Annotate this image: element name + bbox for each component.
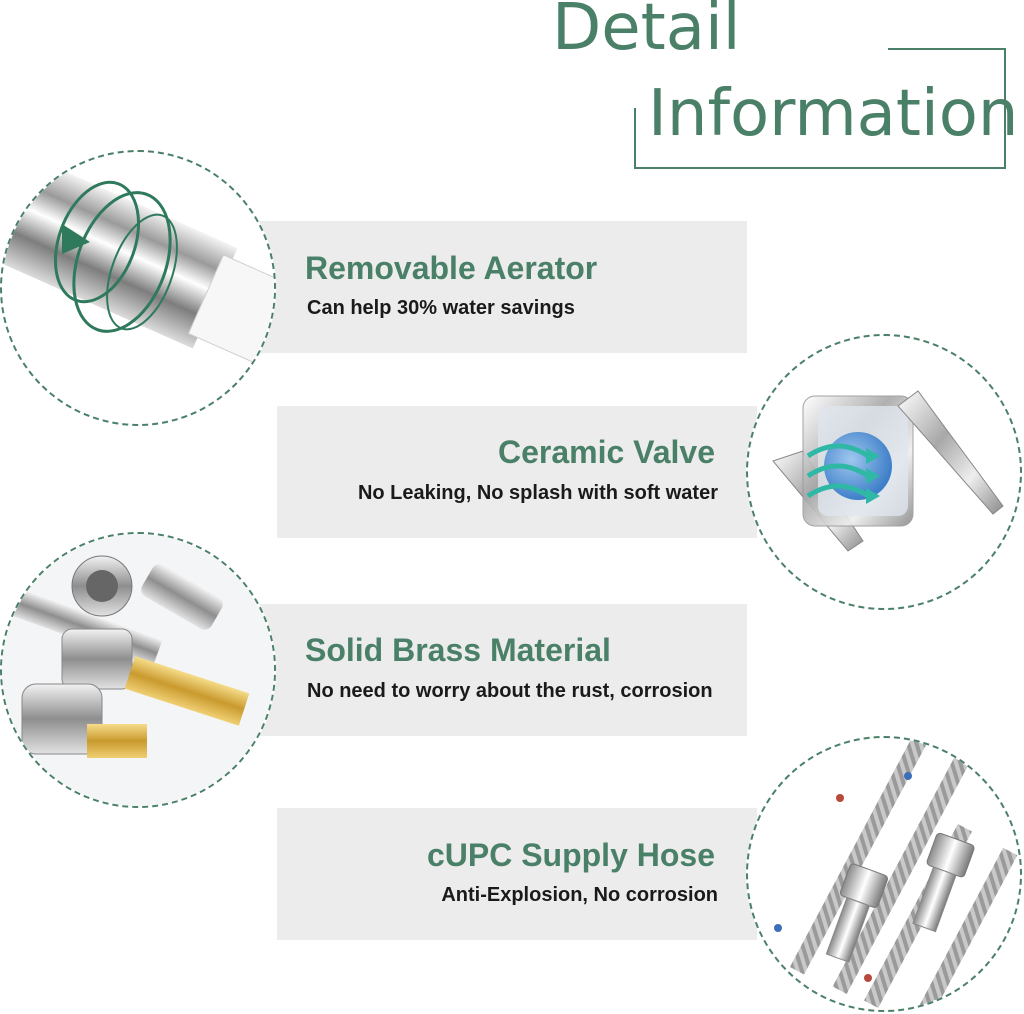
ceramic-valve-photo	[746, 334, 1022, 610]
feature-panel-ceramic	[277, 406, 757, 538]
feature-desc-hose: Anti-Explosion, No corrosion	[441, 884, 718, 906]
feature-panel-aerator	[222, 221, 747, 353]
title-information: Information	[648, 77, 1019, 151]
aerator-photo	[0, 150, 276, 426]
brass-fittings-photo	[0, 532, 276, 808]
feature-title-aerator: Removable Aerator	[305, 250, 598, 286]
feature-desc-aerator: Can help 30% water savings	[307, 297, 575, 319]
feature-desc-ceramic: No Leaking, No splash with soft water	[357, 482, 718, 504]
feature-title-ceramic: Ceramic Valve	[497, 434, 715, 470]
supply-hose-photo	[746, 736, 1022, 1012]
feature-title-hose: cUPC Supply Hose	[426, 837, 715, 873]
title-detail: Detail	[552, 0, 741, 65]
feature-title-brass: Solid Brass Material	[305, 632, 611, 668]
title-frame	[634, 48, 1006, 169]
feature-desc-brass: No need to worry about the rust, corrosi…	[307, 680, 713, 702]
feature-panel-hose	[277, 808, 757, 940]
feature-panel-brass	[222, 604, 747, 736]
